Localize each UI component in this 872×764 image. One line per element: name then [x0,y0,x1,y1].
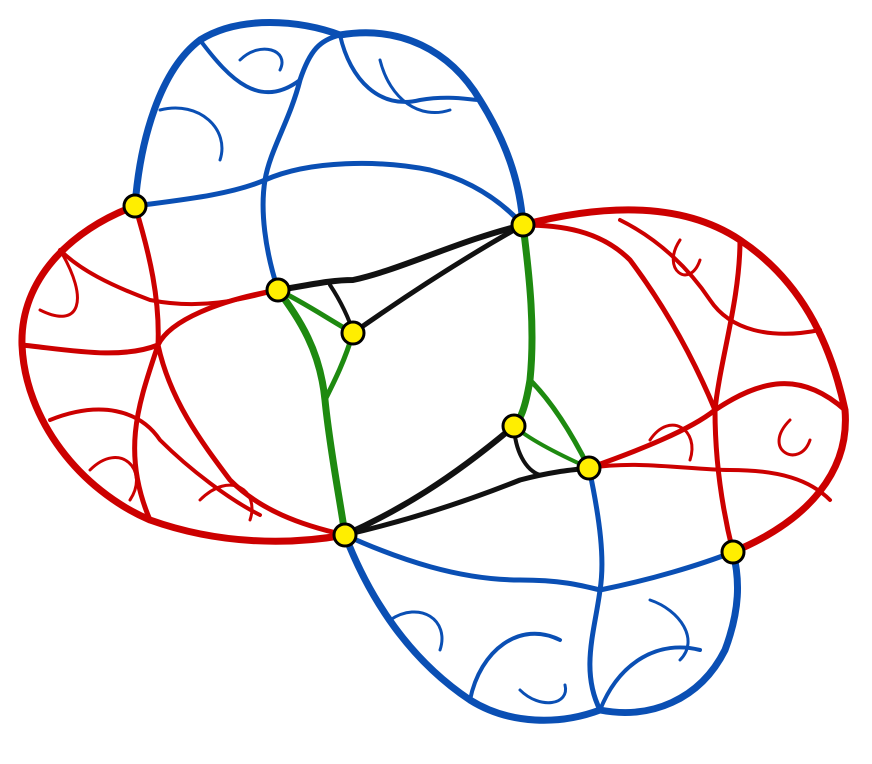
nodes [122,193,746,565]
node-inner-upper-center [340,320,366,346]
red-left-strand-c [58,248,280,307]
blue-top-strand-e [158,106,224,162]
red-left-strand-g [88,456,138,502]
red-right-strand-d [520,222,718,413]
blue-bottom-outline [341,531,741,724]
blue-top-outline [131,19,527,229]
node-inner-lower-right [576,455,602,481]
black-upper-arm [275,222,526,293]
blue-top-strand-a [260,32,343,293]
blue-bottom-strand-e [388,610,444,652]
red-right-outline [519,206,849,556]
blue-top-strand-d [338,33,482,104]
blue-bottom-strand-b [342,532,736,593]
node-inner-lower-center [501,413,527,439]
green-left-arm [274,286,349,539]
red-left-strand-a [132,203,161,523]
black-upper-arm-lower [350,222,526,336]
blue-bottom-strand-d [598,645,702,712]
red-lobe-left [18,202,349,545]
node-lower-right [720,539,746,565]
red-lobe-right [519,206,849,556]
red-left-outline [18,202,349,545]
blue-top-strand-b [132,160,526,228]
blue-bottom-strand-g [518,683,567,705]
node-inner-upper-left [265,277,291,303]
blue-bottom-strand-c [468,631,562,702]
red-left-strand-f [38,248,79,318]
black-lower-arm-upper [342,465,592,538]
red-left-strand-h [198,483,254,522]
blue-top-strand-g [238,47,284,72]
black-lower-arm [342,423,517,538]
red-right-strand-c [587,462,832,502]
black-arms [275,222,592,538]
node-upper-right [510,212,536,238]
blue-top-strand-c [198,38,302,95]
blue-bottom-strand-f [648,598,690,662]
red-right-strand-g [777,418,812,457]
red-left-strand-e [48,407,262,517]
node-lower-left [332,522,358,548]
red-right-strand-h [648,423,694,462]
green-right-arm [510,221,536,430]
red-right-strand-e [618,218,822,336]
blue-lobe-top [131,19,527,293]
red-right-strand-f [671,238,702,277]
blue-lobe-bottom [341,465,741,724]
blue-top-strand-f [378,58,452,115]
node-upper-left [122,193,148,219]
red-left-strand-d [155,342,348,538]
green-right-arm-branch [527,377,592,471]
